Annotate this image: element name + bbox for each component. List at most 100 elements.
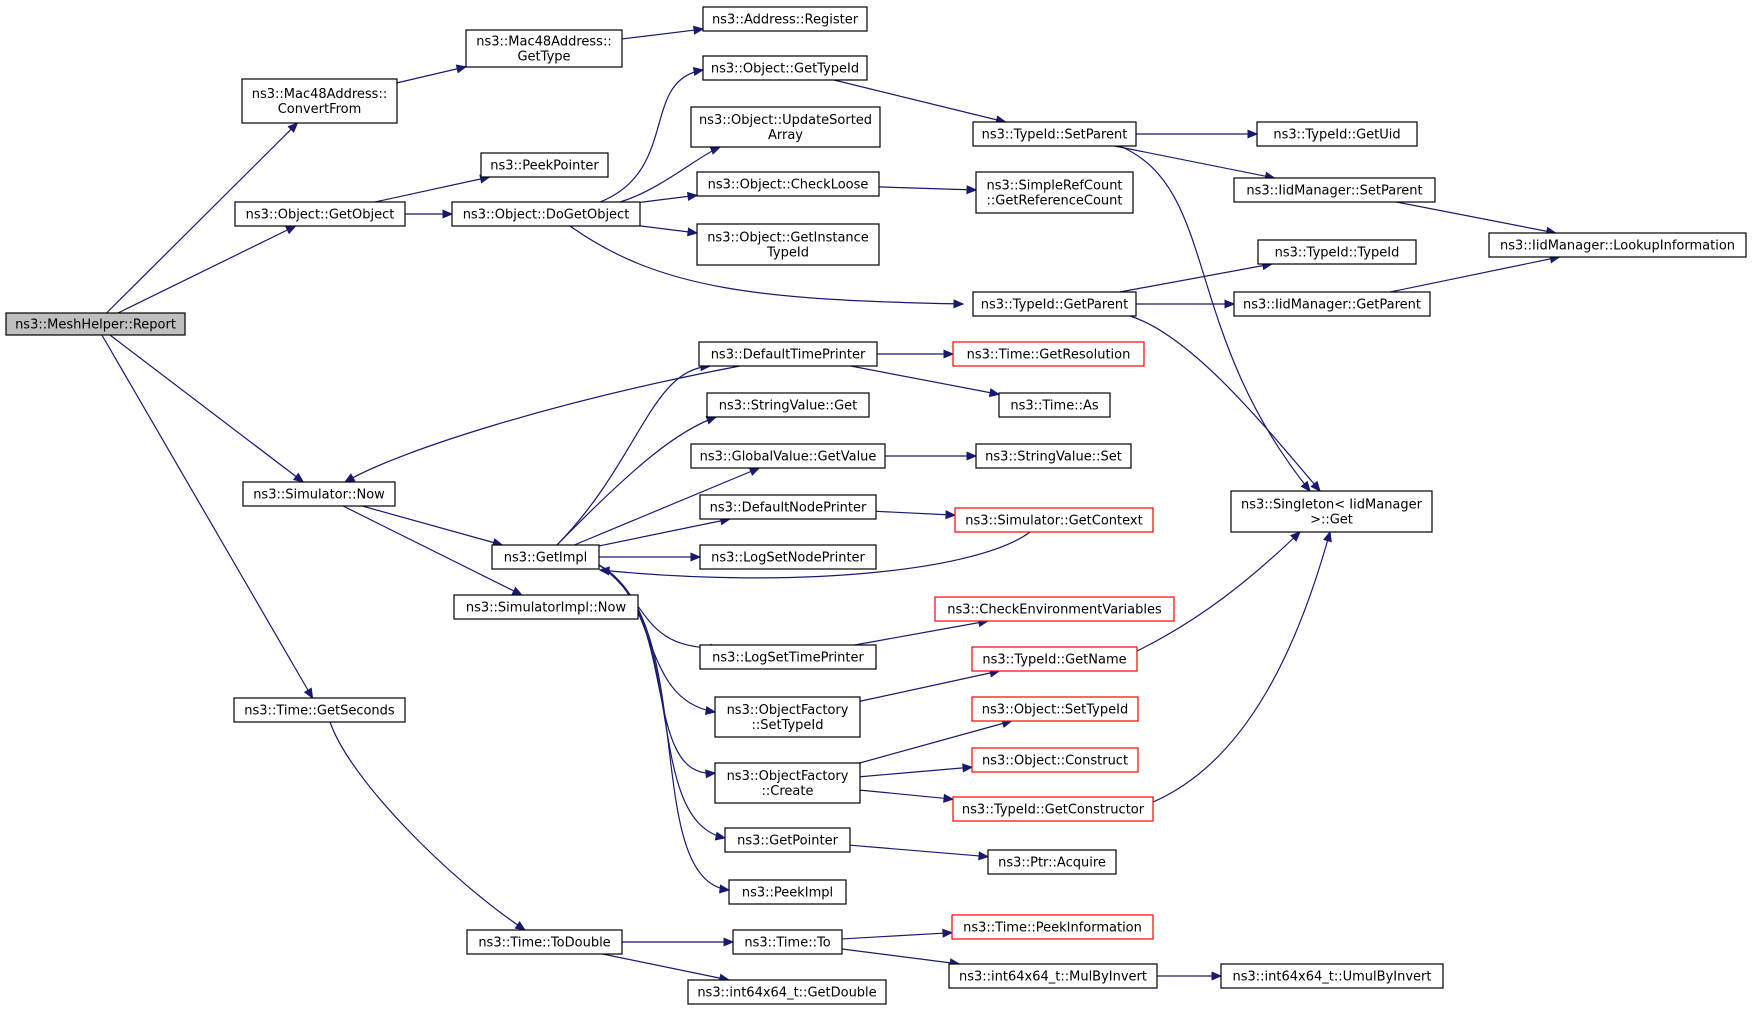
node-label: ::SetTypeId	[751, 718, 823, 733]
call-edge-root-to-mac_convert	[106, 122, 299, 314]
function-node-objfactory-settypeid[interactable]: ns3::ObjectFactory::SetTypeId	[714, 696, 861, 738]
function-node-peekpointer[interactable]: ns3::PeekPointer	[480, 152, 609, 178]
function-node-iid-getparent[interactable]: ns3::IidManager::GetParent	[1233, 291, 1431, 317]
node-box	[724, 827, 851, 853]
function-node-obj-getobject[interactable]: ns3::Object::GetObject	[234, 201, 406, 227]
function-node-sim-now[interactable]: ns3::Simulator::Now	[242, 481, 396, 507]
function-node-typeid-getparent[interactable]: ns3::TypeId::GetParent	[972, 291, 1137, 317]
function-node-defaulttimeprinter[interactable]: ns3::DefaultTimePrinter	[698, 341, 878, 367]
function-node-globalvalue-get[interactable]: ns3::GlobalValue::GetValue	[690, 443, 886, 469]
call-edge-typeid_getparent-to-singleton_get	[1129, 315, 1321, 492]
function-node-root[interactable]: ns3::MeshHelper::Report	[5, 312, 186, 336]
function-node-logsettimeprinter[interactable]: ns3::LogSetTimePrinter	[699, 644, 877, 670]
function-node-getpointer[interactable]: ns3::GetPointer	[724, 827, 851, 853]
node-label: ns3::TypeId::GetUid	[1273, 128, 1400, 143]
function-node-typeid-getname[interactable]: ns3::TypeId::GetName	[971, 646, 1138, 672]
call-edge-obj_dogetobject-to-obj_gettypeid	[599, 66, 705, 203]
function-node-obj-settypeid[interactable]: ns3::Object::SetTypeId	[971, 696, 1139, 722]
node-box	[971, 646, 1138, 672]
node-label: ns3::TypeId::GetConstructor	[962, 803, 1145, 818]
node-box	[732, 929, 843, 955]
function-node-mac-gettype[interactable]: ns3::Mac48Address::GetType	[465, 29, 623, 68]
function-node-time-getres[interactable]: ns3::Time::GetResolution	[952, 341, 1145, 367]
function-node-objfactory-create[interactable]: ns3::ObjectFactory::Create	[714, 762, 861, 804]
node-box	[466, 929, 623, 955]
function-node-iid-setparent[interactable]: ns3::IidManager::SetParent	[1233, 177, 1436, 203]
node-box	[952, 341, 1145, 367]
call-edge-getimpl-to-defaulttimeprinter	[556, 362, 712, 546]
node-label: ns3::SimulatorImpl::Now	[466, 601, 627, 616]
node-label: ns3::Object::GetTypeId	[711, 62, 859, 77]
function-node-time-todouble[interactable]: ns3::Time::ToDouble	[466, 929, 623, 955]
function-node-int64-getdouble[interactable]: ns3::int64x64_t::GetDouble	[687, 979, 887, 1005]
function-node-typeid-getctor[interactable]: ns3::TypeId::GetConstructor	[952, 796, 1154, 822]
call-edge-root-to-obj_getobject	[117, 225, 297, 314]
node-box	[690, 106, 881, 148]
function-node-sim-getcontext[interactable]: ns3::Simulator::GetContext	[954, 507, 1154, 533]
call-edge-defaulttimeprinter-to-time_as	[850, 365, 1001, 398]
function-node-simimpl-now[interactable]: ns3::SimulatorImpl::Now	[453, 594, 639, 620]
call-edge-logsettimeprinter-to-checkenv	[854, 618, 990, 646]
function-node-iid-lookup[interactable]: ns3::IidManager::LookupInformation	[1488, 232, 1747, 258]
function-node-int64-umulbyinvert[interactable]: ns3::int64x64_t::UmulByInvert	[1220, 963, 1444, 989]
node-label: ns3::Mac48Address::	[252, 87, 387, 102]
node-label: ns3::Simulator::GetContext	[965, 514, 1142, 529]
call-edge-defaulttimeprinter-to-sim_now	[343, 365, 741, 483]
node-label: ns3::Time::GetSeconds	[244, 704, 395, 719]
function-node-obj-construct[interactable]: ns3::Object::Construct	[971, 747, 1139, 773]
node-label: ns3::TypeId::GetName	[982, 653, 1126, 668]
node-box	[234, 201, 406, 227]
function-node-time-as[interactable]: ns3::Time::As	[998, 392, 1111, 418]
call-edge-obj_dogetobject-to-obj_updatesorted	[619, 146, 722, 203]
node-label: ns3::Time::PeekInformation	[963, 921, 1142, 936]
node-label: ns3::GetImpl	[504, 551, 588, 566]
node-label: ns3::SimpleRefCount	[986, 179, 1122, 194]
function-node-obj-checkloose[interactable]: ns3::Object::CheckLoose	[696, 171, 880, 197]
node-label: ns3::Object::UpdateSorted	[699, 113, 872, 128]
function-node-obj-gettypeid[interactable]: ns3::Object::GetTypeId	[702, 55, 868, 81]
function-node-getimpl[interactable]: ns3::GetImpl	[491, 544, 600, 570]
function-node-int64-mulbyinvert[interactable]: ns3::int64x64_t::MulByInvert	[948, 963, 1158, 989]
function-node-srefcount[interactable]: ns3::SimpleRefCount::GetReferenceCount	[975, 171, 1134, 214]
function-node-typeid-setparent[interactable]: ns3::TypeId::SetParent	[972, 121, 1137, 147]
function-node-logsetnodeprinter[interactable]: ns3::LogSetNodePrinter	[699, 544, 877, 570]
call-edge-globalvalue_get-to-stringvalue_set	[885, 451, 978, 461]
function-node-addr-register[interactable]: ns3::Address::Register	[702, 6, 868, 32]
node-box	[465, 29, 623, 68]
function-node-time-to[interactable]: ns3::Time::To	[732, 929, 843, 955]
function-node-mac-convert[interactable]: ns3::Mac48Address::ConvertFrom	[241, 78, 398, 124]
node-label: ns3::Time::GetResolution	[967, 348, 1131, 363]
node-label: Array	[768, 128, 803, 143]
function-node-time-getseconds[interactable]: ns3::Time::GetSeconds	[233, 697, 406, 723]
call-edge-typeid_getparent-to-iid_getparent	[1136, 299, 1236, 309]
node-label: ns3::TypeId::GetParent	[981, 298, 1129, 313]
node-box	[934, 596, 1175, 622]
function-node-typeid-getuid[interactable]: ns3::TypeId::GetUid	[1256, 121, 1418, 147]
function-node-ptr-acquire[interactable]: ns3::Ptr::Acquire	[987, 849, 1117, 875]
function-node-time-peekinfo[interactable]: ns3::Time::PeekInformation	[951, 914, 1154, 940]
node-label: ns3::Mac48Address::	[476, 35, 611, 50]
node-label: ns3::StringValue::Set	[985, 450, 1122, 465]
node-box	[1233, 291, 1431, 317]
node-label: ns3::int64x64_t::UmulByInvert	[1233, 970, 1432, 985]
function-node-obj-dogetobject[interactable]: ns3::Object::DoGetObject	[451, 201, 641, 227]
call-nodes: ns3::MeshHelper::Report ns3::Mac48Address…	[5, 6, 1747, 1005]
node-box	[241, 78, 398, 124]
node-label: ns3::IidManager::SetParent	[1246, 184, 1422, 199]
function-node-peekimpl[interactable]: ns3::PeekImpl	[728, 879, 847, 905]
function-node-checkenv[interactable]: ns3::CheckEnvironmentVariables	[934, 596, 1175, 622]
node-label: ns3::ObjectFactory	[727, 703, 849, 718]
call-edge-mac_gettype-to-addr_register	[621, 25, 705, 40]
node-label: TypeId	[766, 246, 809, 261]
function-node-singleton-get[interactable]: ns3::Singleton< IidManager>::Get	[1230, 490, 1433, 533]
function-node-stringvalue-set[interactable]: ns3::StringValue::Set	[975, 443, 1132, 469]
node-label: GetType	[517, 50, 570, 65]
function-node-stringvalue-get[interactable]: ns3::StringValue::Get	[706, 392, 870, 418]
node-box	[975, 443, 1132, 469]
call-edge-int64_mulbyinvert-to-int64_umulbyinvert	[1157, 971, 1223, 981]
node-label: ns3::GlobalValue::GetValue	[700, 450, 877, 465]
function-node-defaultnodeprinter[interactable]: ns3::DefaultNodePrinter	[699, 494, 877, 520]
function-node-typeid-typeid[interactable]: ns3::TypeId::TypeId	[1257, 239, 1417, 265]
